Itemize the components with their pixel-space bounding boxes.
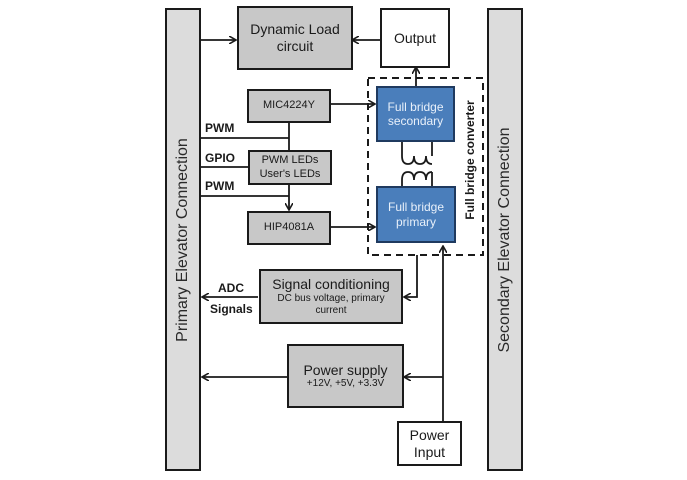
signal-conditioning-title: Signal conditioning (272, 276, 390, 293)
primary-elevator-connection-label: Primary Elevator Connection (174, 137, 191, 342)
fb-secondary-line2: secondary (387, 114, 444, 128)
full-bridge-converter-group (367, 77, 484, 256)
fb-primary-line2: primary (395, 214, 436, 229)
signal-conditioning-block: Signal conditioning DC bus voltage, prim… (259, 269, 403, 324)
dynamic-load-block: Dynamic Load circuit (237, 6, 353, 70)
hip4081a-label: HIP4081A (263, 221, 315, 234)
full-bridge-primary-block: Full bridge primary (376, 186, 456, 243)
secondary-elevator-connection-label: Secondary Elevator Connection (496, 126, 513, 353)
mic4224y-block: MIC4224Y (247, 89, 331, 123)
power-input-block: Power Input (397, 421, 462, 466)
dynamic-load-line2: circuit (276, 38, 314, 54)
pwm-top-label: PWM (205, 121, 235, 135)
output-label: Output (393, 29, 437, 46)
gpio-label: GPIO (205, 151, 236, 165)
signals-label: Signals (210, 302, 253, 316)
transformer-secondary-coil (401, 155, 433, 165)
power-supply-block: Power supply +12V, +5V, +3.3V (287, 344, 404, 408)
primary-elevator-connection-bar: Primary Elevator Connection (165, 8, 201, 471)
wire-sense-to-signal-conditioning (404, 255, 418, 297)
fb-primary-line1: Full bridge (387, 200, 445, 215)
power-input-line2: Input (413, 443, 446, 460)
transformer-primary-coil (401, 171, 433, 181)
pwm-leds-line1: PWM LEDs (261, 154, 319, 167)
secondary-elevator-connection-bar: Secondary Elevator Connection (487, 8, 523, 471)
full-bridge-secondary-block: Full bridge secondary (376, 86, 455, 142)
pwm-bottom-label: PWM (205, 179, 235, 193)
output-block: Output (380, 8, 450, 68)
fb-secondary-line1: Full bridge (387, 99, 444, 114)
power-supply-title: Power supply (303, 361, 388, 378)
power-input-line1: Power (409, 426, 450, 443)
hip4081a-block: HIP4081A (247, 211, 331, 245)
full-bridge-converter-label: Full bridge converter (463, 100, 477, 220)
signal-conditioning-line2: current (315, 304, 347, 316)
pwm-leds-block: PWM LEDs User's LEDs (248, 150, 332, 185)
dynamic-load-line1: Dynamic Load (250, 21, 340, 38)
adc-label: ADC (218, 281, 244, 295)
power-supply-voltages: +12V, +5V, +3.3V (306, 378, 385, 390)
mic4224y-label: MIC4224Y (263, 99, 315, 112)
pwm-leds-line2: User's LEDs (259, 167, 321, 180)
signal-conditioning-line1: DC bus voltage, primary (277, 292, 385, 304)
